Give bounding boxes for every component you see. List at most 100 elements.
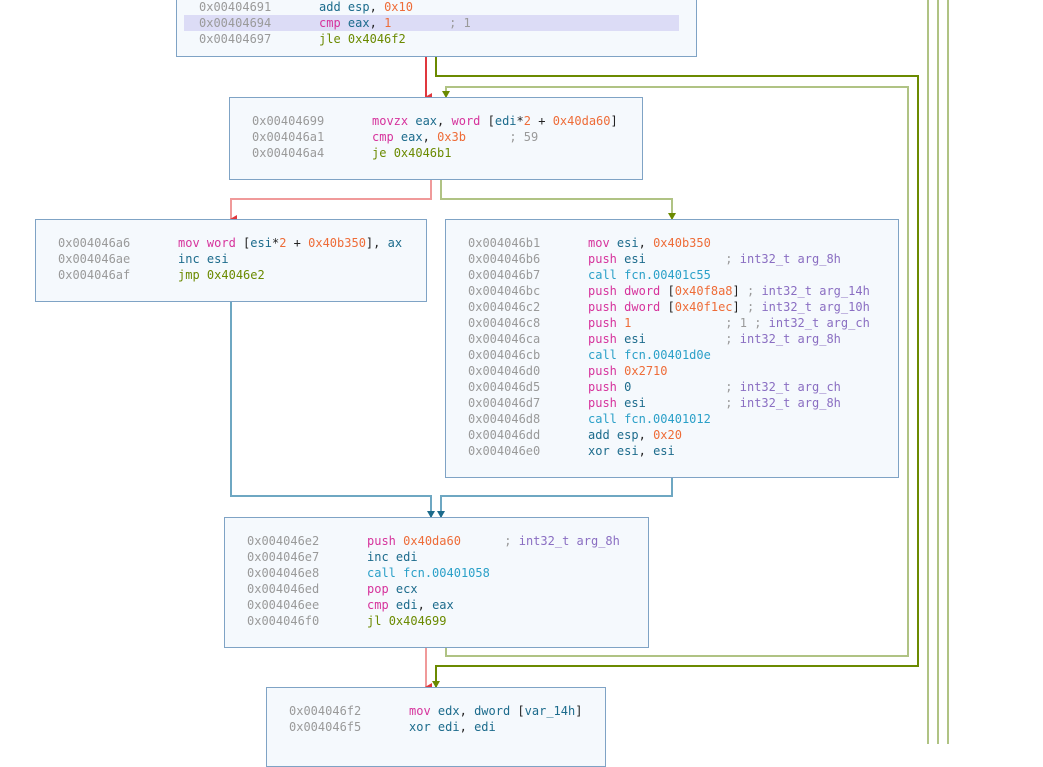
operand: [ <box>510 704 525 718</box>
operand: 0x40b350 <box>653 236 711 250</box>
operand <box>381 614 388 628</box>
mnemonic: push <box>588 316 617 330</box>
operand: esi <box>616 444 639 458</box>
operand: edi <box>437 720 460 734</box>
comment: int32_t arg_8h <box>739 252 841 266</box>
operand: esi <box>653 444 675 458</box>
operand: edi <box>395 598 418 612</box>
comment: ; 59 <box>465 130 539 144</box>
operand <box>394 130 401 144</box>
mnemonic: jl <box>367 614 382 628</box>
operand <box>341 32 348 46</box>
operand: [ <box>235 236 251 250</box>
operand: esp <box>616 428 639 442</box>
mnemonic: call <box>588 412 617 426</box>
comment: ; <box>739 300 762 314</box>
instruction-address: 0x004046e8 <box>247 566 320 580</box>
operand-reference[interactable]: fcn.00401c55 <box>624 268 711 282</box>
operand: , <box>459 704 475 718</box>
instruction-address: 0x004046b1 <box>468 236 541 250</box>
operand-reference[interactable]: fcn.00401012 <box>624 412 711 426</box>
edge-true-0x4046a4 <box>440 179 676 220</box>
operand: var_14h <box>524 704 576 718</box>
mnemonic: add <box>588 428 610 442</box>
instruction-address: 0x004046e7 <box>247 550 320 564</box>
instruction-address: 0x004046f2 <box>289 704 362 718</box>
comment: int32_t arg_8h <box>739 396 841 410</box>
operand-reference[interactable]: 0x4046e2 <box>206 268 265 282</box>
operand: ] <box>610 114 618 128</box>
operand: 1 <box>384 16 392 30</box>
comment: int32_t arg_ch <box>768 316 870 330</box>
operand: edi <box>474 720 496 734</box>
mnemonic: add <box>319 0 341 14</box>
mnemonic: push <box>367 534 396 548</box>
operand-reference[interactable]: 0x4046b1 <box>393 146 452 160</box>
mnemonic: inc <box>367 550 389 564</box>
mnemonic: push <box>588 252 617 266</box>
mnemonic: xor <box>409 720 431 734</box>
operand: 0x10 <box>384 0 413 14</box>
comment: int32_t arg_14h <box>761 284 870 298</box>
operand-reference[interactable]: fcn.00401058 <box>403 566 490 580</box>
comment: int32_t arg_8h <box>739 332 841 346</box>
operand: 0x2710 <box>624 364 668 378</box>
instruction-address: 0x004046ed <box>247 582 320 596</box>
operand: [ <box>660 300 675 314</box>
instruction-address: 0x004046ae <box>58 252 131 266</box>
operand-reference[interactable]: fcn.00401d0e <box>624 348 711 362</box>
operand: + <box>531 114 553 128</box>
operand-reference[interactable]: 0x4046f2 <box>347 32 406 46</box>
comment: int32_t arg_10h <box>761 300 870 314</box>
operand: esi <box>624 396 646 410</box>
mnemonic: jle <box>319 32 341 46</box>
instruction-address: 0x004046bc <box>468 284 541 298</box>
operand: + <box>286 236 309 250</box>
instruction-address: 0x004046a6 <box>58 236 131 250</box>
instruction-address: 0x004046e0 <box>468 444 541 458</box>
comment: ; <box>739 284 762 298</box>
instruction-address: 0x00404691 <box>199 0 272 14</box>
operand: esi <box>624 332 646 346</box>
operand: , <box>437 114 452 128</box>
operand-reference[interactable]: 0x404699 <box>388 614 447 628</box>
mnemonic: mov <box>409 704 431 718</box>
